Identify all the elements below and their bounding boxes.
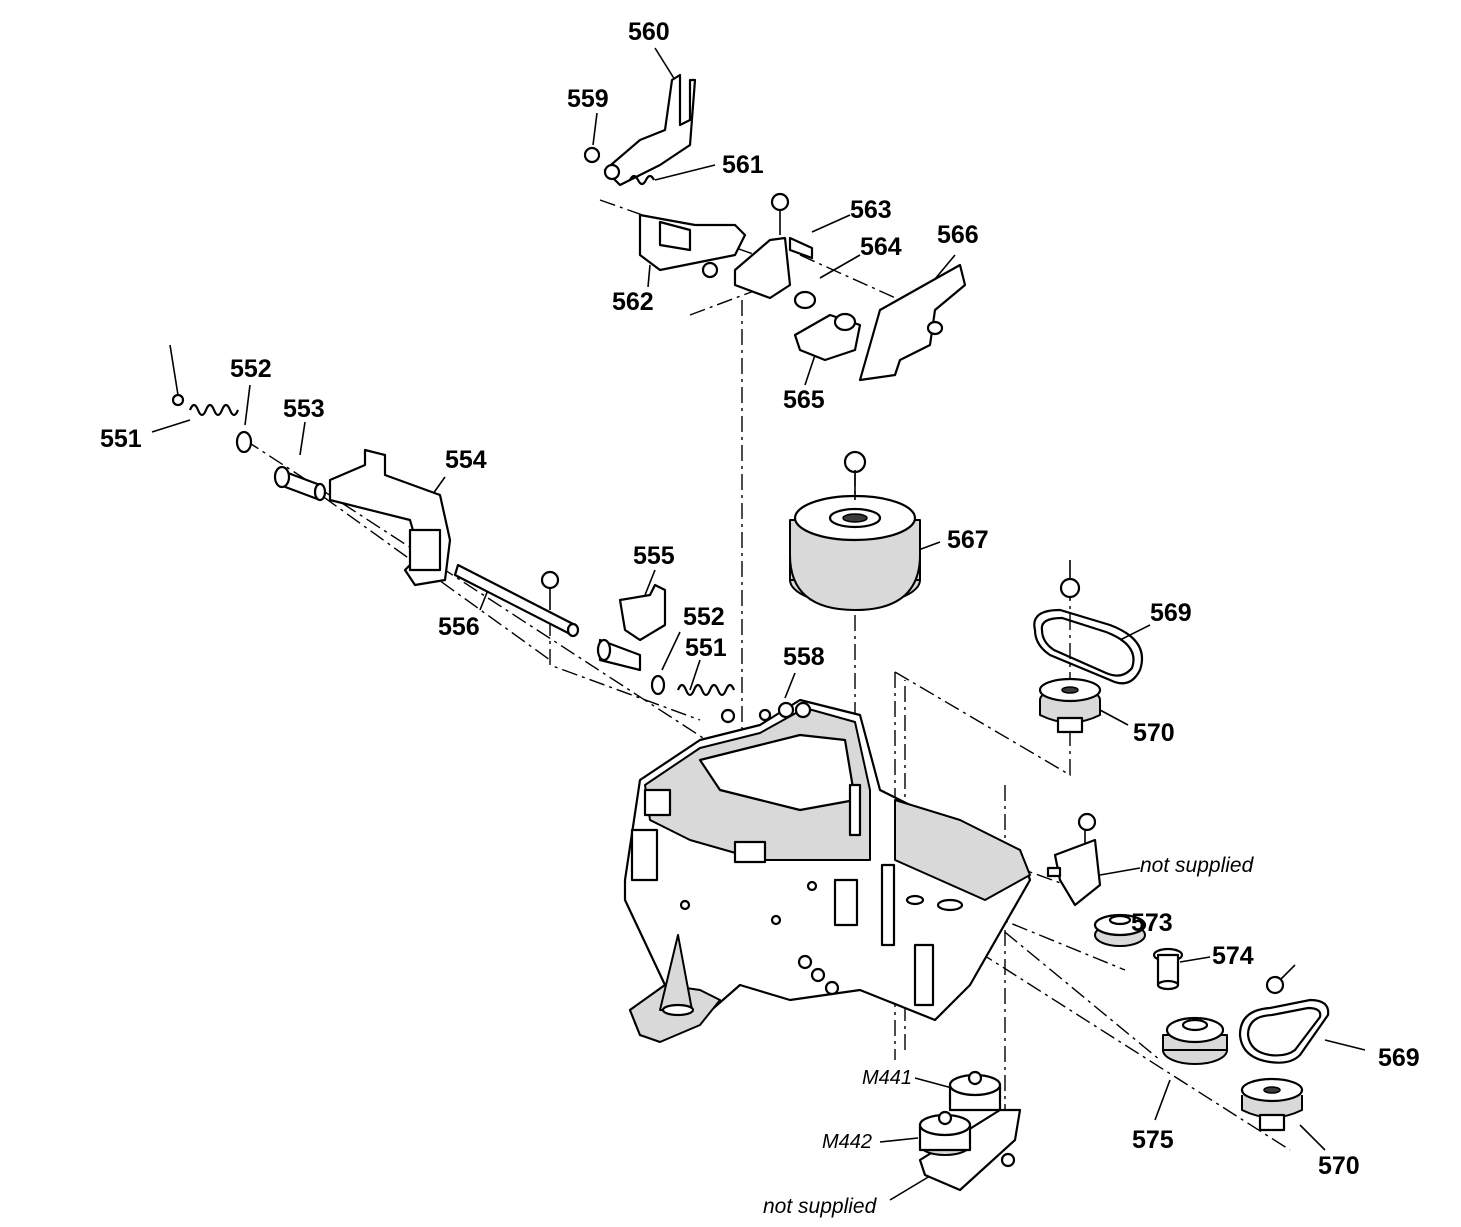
label-562: 562 <box>612 288 654 316</box>
label-564: 564 <box>860 233 902 261</box>
label-556: 556 <box>438 613 480 641</box>
part-552-washer-lower <box>650 674 666 696</box>
label-573: 573 <box>1131 909 1173 937</box>
part-555-arm <box>596 583 667 672</box>
part-554-bracket <box>328 448 452 587</box>
label-566: 566 <box>937 221 979 249</box>
label-551-lower: 551 <box>685 634 727 662</box>
part-573-gear <box>1093 913 1147 947</box>
part-560-lever <box>603 73 697 187</box>
label-563: 563 <box>850 196 892 224</box>
part-565-holder <box>793 312 862 362</box>
part-558-pins <box>758 701 812 722</box>
part-562-bracket <box>638 213 747 272</box>
note-not-supplied-bracket: not supplied <box>1140 854 1254 877</box>
part-570-pulley-upper <box>1038 677 1102 734</box>
part-553-sleeve <box>273 465 327 502</box>
part-575-gear <box>1162 1016 1228 1065</box>
not-supplied-bracket <box>1046 812 1102 907</box>
label-570-upper: 570 <box>1133 719 1175 747</box>
label-551-upper: 551 <box>100 425 142 453</box>
part-552-washer-upper <box>235 430 253 454</box>
assembly-lines <box>244 199 1291 1151</box>
part-561-spring <box>629 174 655 186</box>
part-574-shaft <box>1152 947 1184 991</box>
part-569-belt-upper <box>1033 577 1144 685</box>
part-556-shaft <box>453 563 580 638</box>
label-559: 559 <box>567 85 609 113</box>
label-552-upper: 552 <box>230 355 272 383</box>
label-565: 565 <box>783 386 825 414</box>
motor-assembly <box>918 1070 1022 1192</box>
note-not-supplied-motor-plate: not supplied <box>763 1195 877 1218</box>
leader-lines <box>151 47 1366 1201</box>
label-558: 558 <box>783 643 825 671</box>
label-554: 554 <box>445 446 487 474</box>
part-564-roller <box>793 290 817 310</box>
label-570-lower: 570 <box>1318 1152 1360 1180</box>
part-559-clip <box>583 146 601 164</box>
part-567-reel-drum <box>789 450 921 611</box>
part-570-pulley-lower <box>1240 1077 1304 1132</box>
part-563-pin-bracket <box>701 192 814 300</box>
part-556-screw <box>540 570 560 610</box>
main-chassis <box>623 698 1032 1043</box>
label-574: 574 <box>1212 942 1254 970</box>
label-553: 553 <box>283 395 325 423</box>
label-567: 567 <box>947 526 989 554</box>
part-566-arm <box>858 263 967 382</box>
label-569-upper: 569 <box>1150 599 1192 627</box>
part-569-belt-lower <box>1238 975 1330 1064</box>
label-m441: M441 <box>862 1067 913 1089</box>
part-551-spring-lower <box>676 683 736 724</box>
label-569-lower: 569 <box>1378 1044 1420 1072</box>
part-551-spring-upper <box>171 393 240 417</box>
label-575: 575 <box>1132 1126 1174 1154</box>
label-555: 555 <box>633 542 675 570</box>
label-560: 560 <box>628 18 670 46</box>
label-552-lower: 552 <box>683 603 725 631</box>
label-561: 561 <box>722 151 764 179</box>
label-m442: M442 <box>822 1131 873 1153</box>
